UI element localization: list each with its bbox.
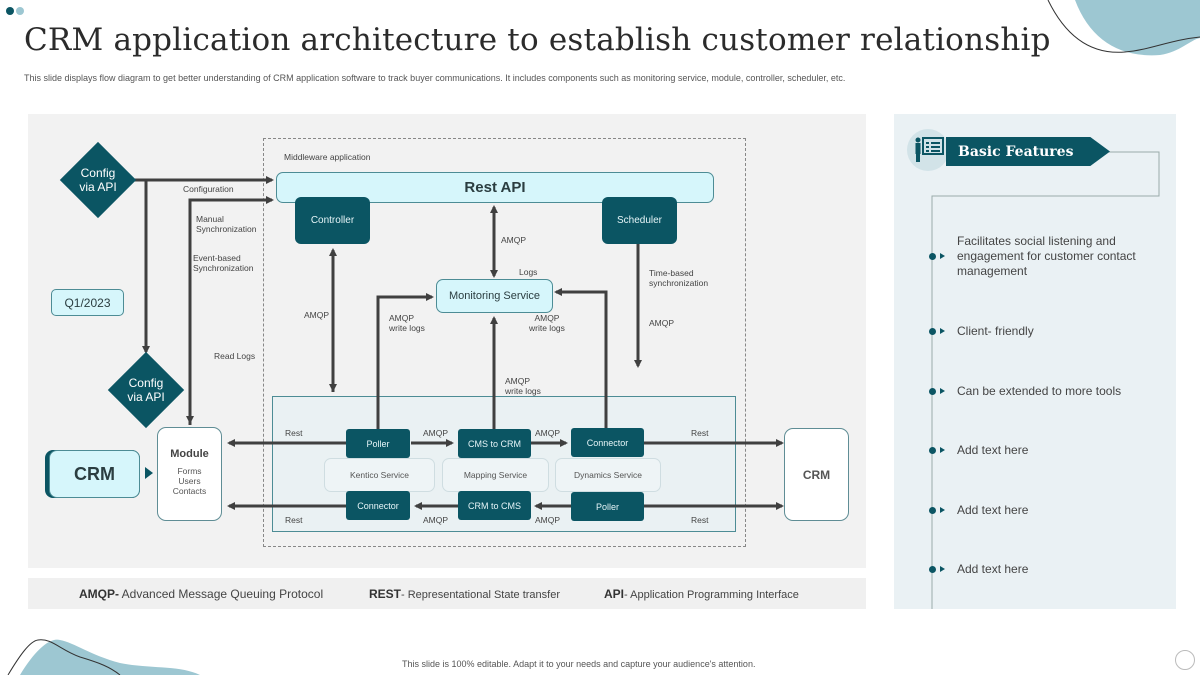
dynamics-service-box[interactable]: Dynamics Service bbox=[555, 458, 661, 492]
monitoring-service-box[interactable]: Monitoring Service bbox=[436, 279, 553, 313]
kentico-service-box[interactable]: Kentico Service bbox=[324, 458, 435, 492]
label-amqp-controller: AMQP bbox=[304, 310, 330, 320]
features-header: Basic Features bbox=[946, 137, 1110, 166]
page-subtitle: This slide displays flow diagram to get … bbox=[24, 73, 846, 83]
scheduler-box[interactable]: Scheduler bbox=[602, 197, 677, 244]
label-amqp-bottom-2: AMQP bbox=[535, 515, 561, 525]
label-amqp-top-1: AMQP bbox=[423, 428, 449, 438]
legend-amqp: AMQP- Advanced Message Queuing Protocol bbox=[79, 587, 324, 601]
label-amqp-write-right: AMQP write logs bbox=[529, 313, 565, 333]
crm-left-label: CRM bbox=[74, 463, 115, 484]
label-amqp-restapi: AMQP bbox=[501, 235, 527, 245]
connector-top-box[interactable]: Connector bbox=[571, 428, 644, 457]
label-logs: Logs bbox=[519, 267, 538, 277]
feature-bullet-arrow-icon bbox=[940, 507, 945, 513]
feature-item: Facilitates social listening and engagem… bbox=[957, 234, 1136, 278]
feature-item: Add text here bbox=[957, 562, 1029, 576]
feature-bullet-arrow-icon bbox=[940, 566, 945, 572]
module-item: Forms bbox=[177, 466, 202, 476]
label-amqp-write-left: AMQP write logs bbox=[389, 313, 425, 333]
label-rest-bottom-right: Rest bbox=[691, 515, 709, 525]
footer-note: This slide is 100% editable. Adapt it to… bbox=[402, 659, 756, 669]
feature-bullet-dot bbox=[929, 388, 936, 395]
module-item: Users bbox=[178, 476, 201, 486]
feature-bullet-arrow-icon bbox=[940, 388, 945, 394]
label-rest-bottom-left: Rest bbox=[285, 515, 303, 525]
label-rest-top-left: Rest bbox=[285, 428, 303, 438]
feature-item: Can be extended to more tools bbox=[957, 384, 1122, 398]
feature-bullet-dot bbox=[929, 566, 936, 573]
label-read-logs: Read Logs bbox=[214, 351, 256, 361]
feature-bullet-arrow-icon bbox=[940, 447, 945, 453]
module-title: Module bbox=[170, 448, 209, 460]
page-title: CRM application architecture to establis… bbox=[24, 22, 1051, 58]
decorative-blob-bottom-left bbox=[7, 639, 200, 675]
label-time-sync: Time-based synchronization bbox=[649, 268, 709, 288]
rest-api-label: Rest API bbox=[464, 179, 526, 196]
label-amqp-scheduler: AMQP bbox=[649, 318, 675, 328]
crm-to-cms-box[interactable]: CRM to CMS bbox=[458, 491, 531, 520]
feature-bullet-dot bbox=[929, 328, 936, 335]
crm-left-arrow-icon bbox=[145, 467, 153, 479]
config-bottom-label: Config via API bbox=[127, 376, 165, 404]
slide-dots bbox=[6, 2, 36, 15]
feature-bullet-dot bbox=[929, 253, 936, 260]
middleware-label: Middleware application bbox=[284, 152, 371, 162]
feature-item: Add text here bbox=[957, 443, 1029, 457]
features-connector-lines bbox=[931, 151, 1160, 609]
crm-left-box[interactable]: CRM bbox=[49, 450, 140, 498]
label-amqp-top-2: AMQP bbox=[535, 428, 561, 438]
controller-box[interactable]: Controller bbox=[295, 197, 370, 244]
crm-right-label: CRM bbox=[802, 467, 831, 482]
module-box[interactable]: Module Forms Users Contacts bbox=[157, 427, 222, 521]
decorative-blob-top-right bbox=[1047, 0, 1200, 56]
config-via-api-bottom[interactable]: Config via API bbox=[107, 351, 185, 429]
feature-bullet-arrow-icon bbox=[940, 328, 945, 334]
poller-top-box[interactable]: Poller bbox=[346, 429, 410, 458]
feature-bullet-dot bbox=[929, 447, 936, 454]
label-amqp-bottom-1: AMQP bbox=[423, 515, 449, 525]
legend-rest: REST- Representational State transfer bbox=[369, 587, 560, 601]
config-via-api-top[interactable]: Config via API bbox=[59, 141, 137, 219]
config-top-label: Config via API bbox=[79, 166, 117, 194]
label-event-sync: Event-based Synchronization bbox=[193, 253, 254, 273]
slide-number-circle bbox=[1175, 650, 1195, 670]
crm-right-box[interactable]: CRM bbox=[784, 428, 849, 521]
module-item: Contacts bbox=[172, 486, 207, 496]
feature-item: Client- friendly bbox=[957, 324, 1034, 338]
feature-item: Add text here bbox=[957, 503, 1029, 517]
label-manual-sync: Manual Synchronization bbox=[196, 214, 257, 234]
legend-api: API- Application Programming Interface bbox=[604, 587, 799, 601]
presentation-board-icon bbox=[915, 137, 944, 162]
label-rest-top-right: Rest bbox=[691, 428, 709, 438]
label-amqp-write-center: AMQP write logs bbox=[505, 376, 541, 396]
date-badge: Q1/2023 bbox=[51, 289, 124, 316]
cms-to-crm-box[interactable]: CMS to CRM bbox=[458, 429, 531, 458]
connector-bottom-box[interactable]: Connector bbox=[346, 491, 410, 520]
feature-bullet-dot bbox=[929, 507, 936, 514]
poller-bottom-box[interactable]: Poller bbox=[571, 492, 644, 521]
legend-bar: AMQP- Advanced Message Queuing Protocol … bbox=[28, 578, 866, 609]
label-configuration: Configuration bbox=[183, 184, 234, 194]
feature-bullet-arrow-icon bbox=[940, 253, 945, 259]
mapping-service-box[interactable]: Mapping Service bbox=[442, 458, 549, 492]
